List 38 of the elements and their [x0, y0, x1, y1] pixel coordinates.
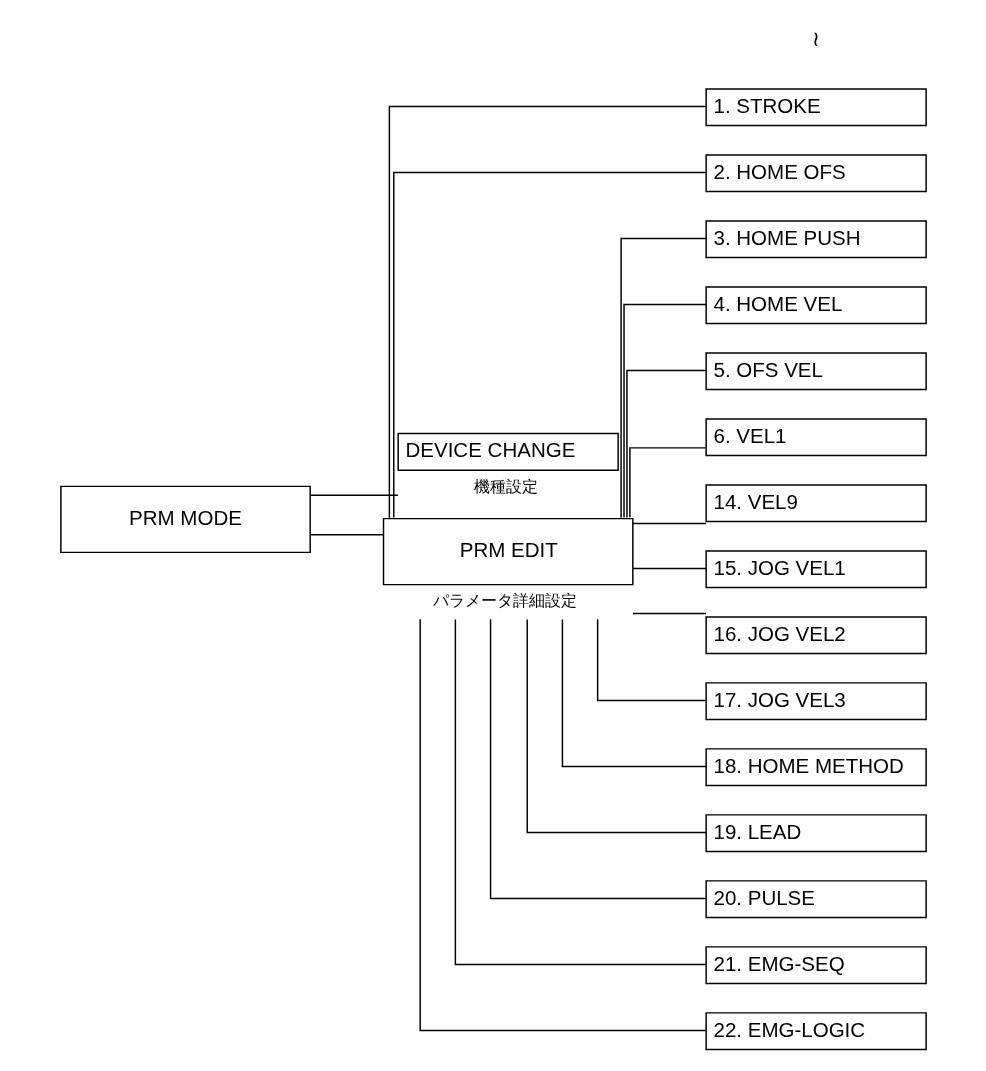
node-box: DEVICE CHANGE: [396, 432, 619, 471]
node-box: PRM EDIT: [382, 517, 634, 586]
node-box: 1. STROKE: [704, 88, 927, 127]
node-box: 22. EMG-LOGIC: [704, 1012, 927, 1051]
node-box: 6. VEL1: [704, 418, 927, 457]
node-label: 機種設定: [473, 476, 538, 495]
connector: [631, 612, 707, 615]
node-box: 2. HOME OFS: [704, 154, 927, 193]
connector: [561, 618, 707, 768]
connector: [625, 369, 707, 519]
label: ≀: [811, 26, 820, 50]
connector: [631, 522, 707, 525]
connector: [418, 618, 707, 1032]
connector: [309, 494, 399, 496]
node-box: 16. JOG VEL2: [704, 616, 927, 655]
connector: [596, 618, 706, 702]
node-box: 21. EMG-SEQ: [704, 946, 927, 985]
node-box: 14. VEL9: [704, 484, 927, 523]
connector: [526, 618, 707, 834]
connector: [392, 171, 706, 519]
connector: [489, 618, 707, 900]
node-box: 19. LEAD: [704, 814, 927, 853]
node-box: 15. JOG VEL1: [704, 550, 927, 589]
connector: [388, 105, 706, 519]
node-box: 17. JOG VEL3: [704, 682, 927, 721]
connector: [454, 618, 707, 966]
node-box: 3. HOME PUSH: [704, 220, 927, 259]
connector: [619, 237, 707, 519]
connector: [309, 534, 384, 536]
connector: [631, 567, 707, 570]
node-box: 4. HOME VEL: [704, 286, 927, 325]
node-box: 18. HOME METHOD: [704, 748, 927, 787]
node-label: パラメータ詳細設定: [432, 591, 577, 610]
connector: [622, 303, 707, 519]
node-box: PRM MODE: [59, 485, 311, 554]
node-box: 5. OFS VEL: [704, 352, 927, 391]
node-box: 20. PULSE: [704, 880, 927, 919]
connector: [628, 447, 706, 519]
